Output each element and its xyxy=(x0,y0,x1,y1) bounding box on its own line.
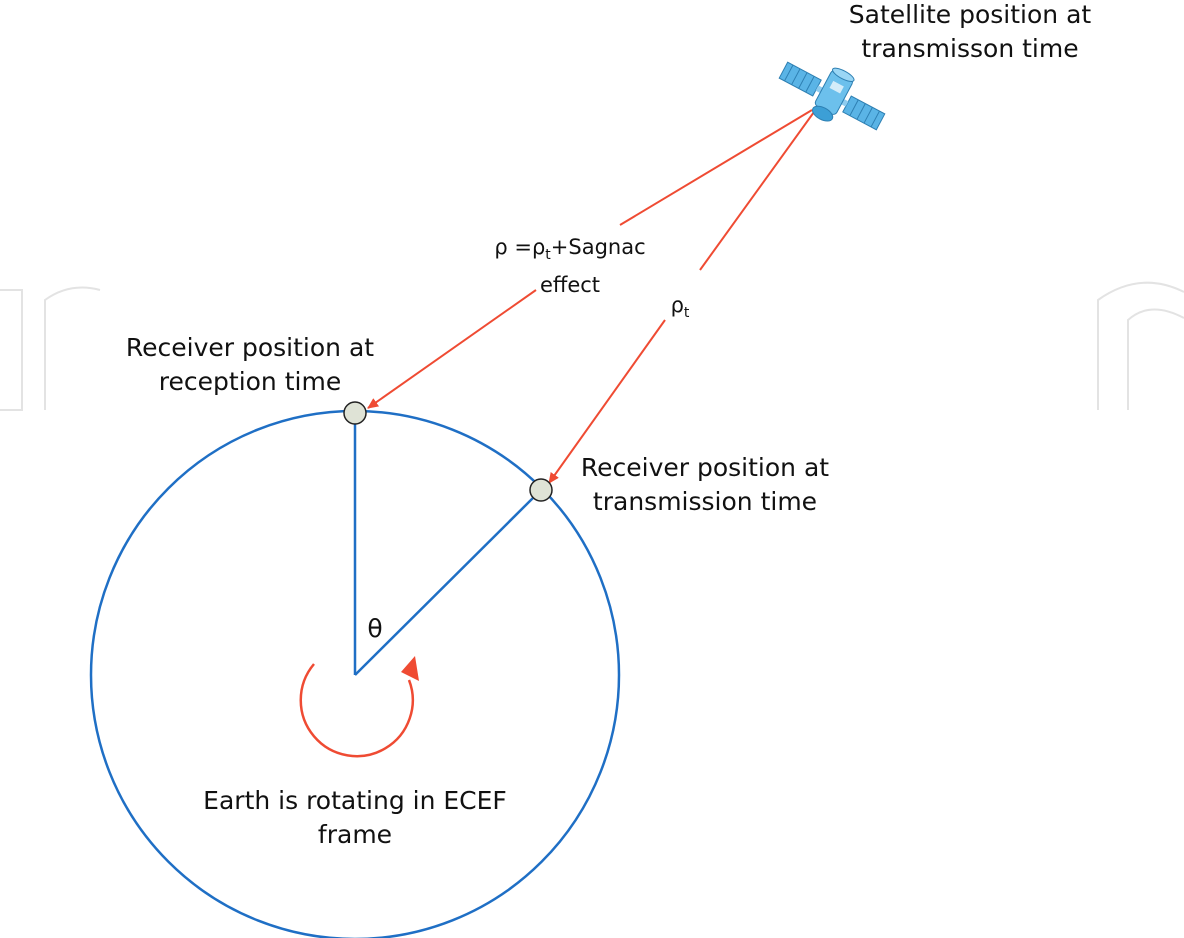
earth-label-line2: frame xyxy=(317,820,393,849)
watermark-logo xyxy=(0,281,1184,411)
theta-label: θ xyxy=(367,614,383,643)
receiver-reception-label: Receiver position at reception time xyxy=(100,331,400,399)
receiver-dot-reception xyxy=(343,401,367,425)
earth-label: Earth is rotating in ECEF frame xyxy=(180,784,530,852)
satellite-label-line1: Satellite position at xyxy=(848,0,1092,29)
signal-line-rho-t xyxy=(548,111,815,484)
receiver-transmission-line2: transmission time xyxy=(592,487,818,516)
rho-label-line1: ρ =ρt+Sagnac xyxy=(494,235,646,264)
receiver-transmission-line1: Receiver position at xyxy=(580,453,830,482)
receiver-reception-line2: reception time xyxy=(158,367,342,396)
rotation-arrow-icon xyxy=(299,656,419,758)
signal-line-rho xyxy=(367,109,813,409)
satellite-label: Satellite position at transmisson time xyxy=(830,0,1110,66)
rho-t-label: ρt xyxy=(670,293,690,322)
radius-transmission xyxy=(354,489,542,676)
receiver-reception-line1: Receiver position at xyxy=(125,333,375,362)
rho-label: ρ =ρt+Sagnac effect xyxy=(470,232,670,300)
earth-label-line1: Earth is rotating in ECEF xyxy=(203,786,507,815)
receiver-dot-transmission xyxy=(529,478,553,502)
satellite-icon xyxy=(778,61,886,131)
rho-label-line2: effect xyxy=(539,273,601,298)
satellite-label-line2: transmisson time xyxy=(861,34,1079,63)
receiver-transmission-label: Receiver position at transmission time xyxy=(565,451,845,519)
